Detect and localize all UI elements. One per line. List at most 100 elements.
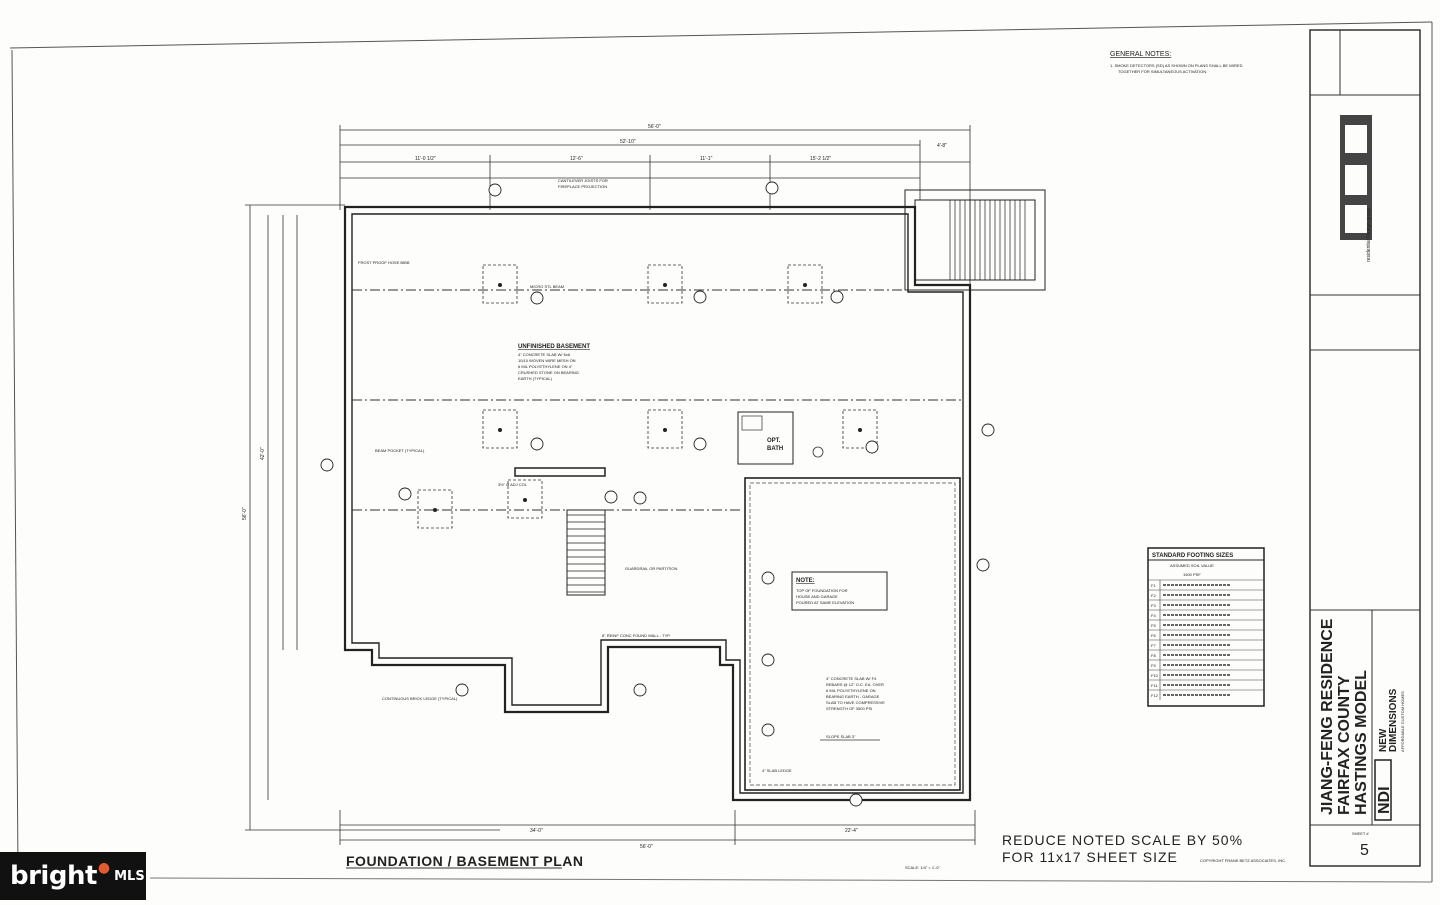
guardrail-note: GUARDRAIL OR PARTITION	[625, 566, 677, 571]
general-notes-heading: GENERAL NOTES:	[1110, 51, 1171, 58]
dim-seg4: 15'-2 1/2"	[810, 156, 831, 162]
section-marker-icon	[530, 437, 544, 451]
section-marker-icon	[830, 290, 844, 304]
watermark-dot-icon: ●	[97, 860, 111, 876]
project-line2: FAIRFAX COUNTY	[1336, 675, 1353, 815]
dim-right-top: 4'-8"	[937, 143, 947, 149]
bottom-dimensions	[339, 810, 976, 845]
note-line2: HOUSE AND GARAGE	[796, 594, 838, 599]
exterior-stairs	[904, 189, 1046, 291]
footing-row-label: F8	[1151, 653, 1156, 658]
footing-row-label: F9	[1151, 663, 1156, 668]
mls-watermark: bright ● MLS	[0, 852, 146, 900]
steel-beams	[352, 289, 963, 511]
footing-table-soil: 1500 PSF	[1183, 572, 1201, 577]
footing-pad	[482, 264, 518, 304]
section-marker-icon	[455, 683, 469, 697]
basement-note3: 6 MIL POLYETHYLENE ON 4"	[518, 364, 573, 369]
footing-row-label: F4	[1151, 613, 1156, 618]
opt-bath-label2: BATH	[767, 446, 783, 452]
section-marker-icon	[693, 290, 707, 304]
slab-ledge-note: 4" SLAB LEDGE	[762, 768, 792, 773]
section-marker-icon	[398, 487, 412, 501]
dim-overall-top: 56'-0"	[648, 124, 661, 130]
footing-row-label: F6	[1151, 633, 1156, 638]
slope-note: SLOPE SLAB 3"	[826, 734, 856, 739]
column-icon	[663, 283, 667, 287]
reduce-note-line2: FOR 11x17 SHEET SIZE	[1002, 849, 1178, 865]
footing-pad	[647, 264, 683, 304]
basement-note4: CRUSHED STONE ON BEARING	[518, 370, 579, 375]
section-markers	[320, 181, 995, 807]
garage-note6: STRENGTH OF 3500 PSI	[826, 706, 872, 711]
project-line3: HASTINGS MODEL	[1353, 670, 1370, 815]
dim-left-inner: 42'-0"	[260, 447, 266, 460]
left-dimensions	[245, 204, 500, 831]
beam-label: MICRO STL BEAM	[530, 284, 564, 289]
section-marker-icon	[633, 683, 647, 697]
section-marker-icon	[693, 437, 707, 451]
footing-pad	[842, 409, 878, 449]
dim-seg2: 12'-6"	[570, 156, 583, 162]
footing-row-label: F10	[1151, 673, 1159, 678]
dim-left-overall: 56'-0"	[242, 507, 248, 520]
footing-table-subheading: ASSUMED SOIL VALUE	[1170, 563, 1214, 568]
basement-note2: 10/10 WOVEN WIRE MESH ON	[518, 358, 576, 363]
footing-row-label: F7	[1151, 643, 1156, 648]
rdg-logo: residential Design group	[1340, 115, 1372, 262]
opt-bath-label1: OPT.	[767, 438, 781, 444]
scale-label: SCALE: 1/4" = 1'-0"	[905, 865, 940, 870]
top-dimensions	[339, 125, 971, 290]
footing-table-heading: STANDARD FOOTING SIZES	[1152, 553, 1233, 559]
section-marker-icon	[488, 183, 502, 197]
footing-row-label: F1	[1151, 583, 1156, 588]
dim-bottom-seg2: 22'-4"	[845, 828, 858, 834]
footing-pad	[647, 409, 683, 449]
foundation-walls	[343, 205, 972, 802]
section-marker-icon	[765, 181, 779, 195]
section-marker-icon	[530, 291, 544, 305]
copyright: COPYRIGHT FRANK BETZ ASSOCIATES, INC.	[1200, 858, 1286, 863]
wall-note: 8" REINF CONC FOUND WALL - TYP.	[602, 633, 671, 638]
garage-note5: SLAB TO HAVE COMPRESSIVE	[826, 700, 885, 705]
sheet-number: 5	[1360, 842, 1369, 859]
cantilever-note1: CANTILEVER JOISTS FOR	[558, 178, 608, 183]
dim-overall-inner: 52'-10"	[620, 139, 636, 145]
section-marker-icon	[849, 793, 863, 807]
column-icon	[858, 428, 862, 432]
column-icon	[523, 498, 527, 502]
column-footings	[417, 264, 878, 529]
garage-note3: 6 MIL POLYETHYLENE ON	[826, 688, 876, 693]
designer-name: residential Design group	[1366, 208, 1372, 262]
dim-seg1: 11'-0 1/2"	[415, 156, 436, 162]
cantilever-note2: FIREPLACE PROJECTION	[558, 184, 607, 189]
column-icon	[433, 508, 437, 512]
section-marker-icon	[981, 423, 995, 437]
footing-pad	[417, 489, 453, 529]
section-marker-icon	[633, 491, 647, 505]
section-marker-icon	[865, 440, 879, 454]
builder-line2: DIMENSIONS	[1388, 688, 1399, 752]
general-notes-line2: TOGETHER FOR SIMULTANEOUS ACTIVATION.	[1118, 69, 1207, 74]
interior-stairs	[514, 467, 606, 596]
column-icon	[498, 428, 502, 432]
footing-pad	[787, 264, 823, 304]
basement-title: UNFINISHED BASEMENT	[518, 344, 590, 350]
section-marker-icon	[976, 558, 990, 572]
garage-note-box: NOTE: TOP OF FOUNDATION FOR HOUSE AND GA…	[791, 571, 888, 611]
project-line1: JIANG-FENG RESIDENCE	[1319, 618, 1336, 815]
footing-table: STANDARD FOOTING SIZES ASSUMED SOIL VALU…	[1147, 547, 1265, 707]
reduce-note-line1: REDUCE NOTED SCALE BY 50%	[1002, 832, 1243, 848]
garage-note2: REBARS @ 12" O.C. EA. OVER	[826, 682, 884, 687]
watermark-suffix: MLS	[114, 868, 145, 884]
ndi-logo: NDI NEW DIMENSIONS AFFORDABLE CUSTOM HOM…	[1374, 688, 1405, 821]
builder-line3: AFFORDABLE CUSTOM HOMES	[1400, 691, 1405, 752]
section-marker-icon	[320, 458, 334, 472]
plan-title: FOUNDATION / BASEMENT PLAN	[346, 853, 584, 869]
section-marker-icon	[761, 723, 775, 737]
section-marker-icon	[761, 653, 775, 667]
column-icon	[663, 428, 667, 432]
footing-row-label: F5	[1151, 623, 1156, 628]
